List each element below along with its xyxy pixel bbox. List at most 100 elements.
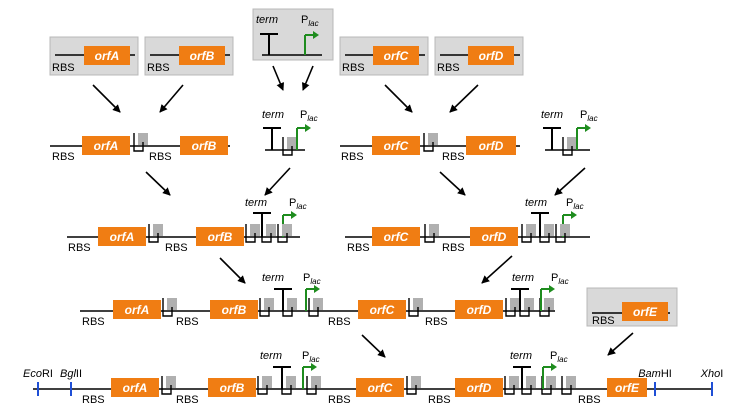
promoter [302,363,317,389]
promoter-arrowhead [551,363,557,371]
rbs-label: RBS [52,151,75,163]
rbs-label: RBS [176,316,199,328]
scar-hairpin [281,376,296,395]
gene-label: orfD [479,139,504,153]
rbs-label: RBS [176,394,199,406]
gene-label: orfC [370,303,395,317]
scar-block [166,376,176,388]
term-label: term [256,14,278,26]
scar-bracket [408,298,419,317]
scar-hairpin [408,298,423,317]
gene-orfA: orfA [98,227,146,246]
scar-block [266,224,276,236]
scar-hairpin [521,224,536,243]
scar-block [286,376,296,388]
rbs-label: RBS [442,242,465,254]
rbs-label: RBS [592,315,615,327]
scar-hairpin [245,224,260,243]
scar-hairpin [306,376,321,395]
scar-block [264,298,274,310]
terminator [511,288,529,311]
scar-hairpin [277,224,292,243]
scar-block [313,298,323,310]
arrow [92,84,121,113]
gene-box [372,136,420,155]
gene-box [468,46,514,65]
scar-block [567,137,577,149]
scar-bracket [555,224,566,243]
plac-label: Plac [551,272,569,286]
plac-label: Plac [566,197,584,211]
gene-label: orfD [482,230,507,244]
scar-hairpin [505,298,520,317]
gene-label: orfA [110,230,135,244]
scar-block [153,224,163,236]
scar-bracket [277,224,288,243]
restriction-site-label: EcoRI [23,368,53,380]
gene-label: orfE [633,305,658,319]
plac-label: Plac [303,272,321,286]
gene-label: orfC [384,230,409,244]
gene-label: orfA [123,381,148,395]
scar-bracket [424,224,435,243]
scar-hairpin [423,133,438,152]
gene-box [466,136,516,155]
gene-label: orfB [192,139,217,153]
scar-block [282,224,292,236]
gene-box [180,136,228,155]
arrow [361,334,386,358]
rbs-label: RBS [68,242,91,254]
gene-box [210,300,258,319]
scar-hairpin [162,298,177,317]
gene-orfC: orfC [372,136,420,155]
restriction-site-label: XhoI [700,368,724,380]
scar-hairpin [161,376,176,395]
scar-bracket [504,376,515,395]
gene-box [113,300,161,319]
plac-label: Plac [289,197,307,211]
scar-bracket [133,133,144,152]
rbs-label: RBS [578,394,601,406]
rbs-label: RBS [165,242,188,254]
scar-bracket [505,298,516,317]
gene-box [372,227,420,246]
terminator [274,288,292,311]
scar-block [138,133,148,145]
scar-block [429,224,439,236]
scar-bracket [521,224,532,243]
scar-hairpin [562,137,577,156]
gene-orfB: orfB [196,227,244,246]
gene-orfD: orfD [455,378,503,397]
scar-block [428,133,438,145]
scar-hairpin [259,298,274,317]
rbs-label: RBS [149,151,172,163]
scar-bracket [257,376,268,395]
scar-hairpin [261,224,276,243]
promoter [305,285,320,311]
scar-block [544,224,554,236]
scar-hairpin [133,133,148,152]
gene-label: orfD [479,49,504,63]
gene-box [373,46,419,65]
scar-bracket [562,137,573,156]
gene-box [455,378,503,397]
gene-box [82,136,130,155]
gene-box [84,46,130,65]
gene-orfE: orfE [607,378,647,397]
rbs-label: RBS [428,394,451,406]
scar-bracket [308,298,319,317]
scar-bracket [245,224,256,243]
scar-hairpin [539,298,554,317]
scar-hairpin [282,137,297,156]
rbs-label: RBS [425,316,448,328]
term-label: term [541,109,563,121]
term-label: term [260,350,282,362]
terminator [260,33,278,55]
scar-hairpin [424,224,439,243]
gene-orfC: orfC [358,300,406,319]
arrow [384,84,413,113]
rbs-label: RBS [347,242,370,254]
plac-label: Plac [550,350,568,364]
promoter-arrowhead [291,211,297,219]
scar-block [250,224,260,236]
